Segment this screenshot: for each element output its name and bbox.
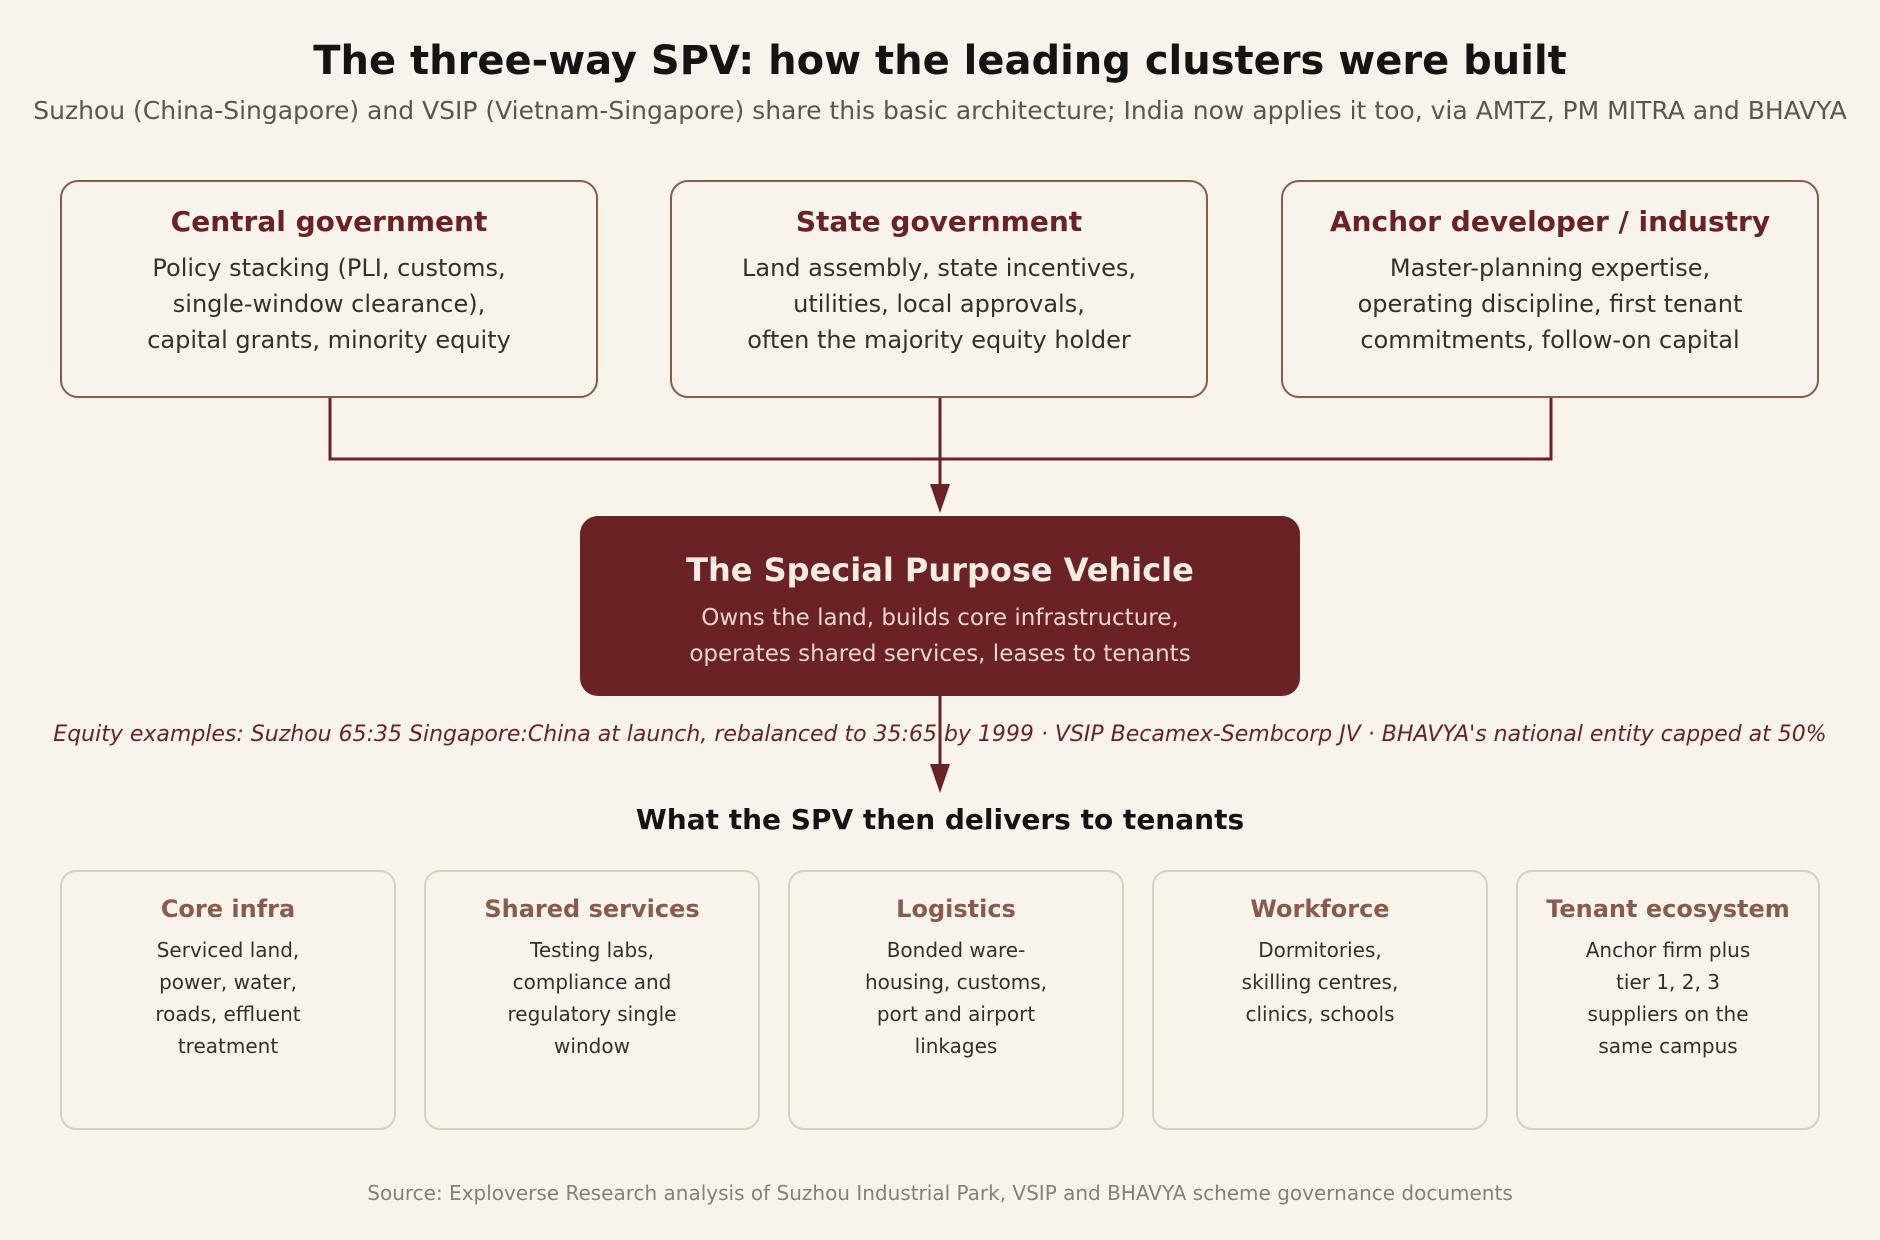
- equity-note: Equity examples: Suzhou 65:35 Singapore:…: [53, 722, 1827, 747]
- deliverables-heading: What the SPV then delivers to tenants: [635, 803, 1245, 836]
- deliverable-body: Bonded ware- housing, customs, port and …: [864, 938, 1048, 1058]
- anchor-developer-heading: Anchor developer / industry: [1329, 205, 1771, 238]
- deliverable-heading: Tenant ecosystem: [1546, 895, 1790, 923]
- central-government-body: Policy stacking (PLI, customs, single-wi…: [147, 254, 511, 354]
- spv-box: The Special Purpose Vehicle Owns the lan…: [580, 516, 1300, 696]
- arrowhead-to-deliverables: [930, 764, 950, 793]
- deliverable-shared-services: Shared services Testing labs, compliance…: [424, 870, 760, 1130]
- central-government-heading: Central government: [170, 205, 488, 238]
- deliverable-body: Serviced land, power, water, roads, effl…: [155, 938, 301, 1058]
- deliverable-heading: Workforce: [1250, 895, 1390, 923]
- deliverable-body: Anchor firm plus tier 1, 2, 3 suppliers …: [1585, 938, 1751, 1058]
- state-government-box: State government Land assembly, state in…: [670, 180, 1208, 398]
- deliverable-heading: Logistics: [896, 895, 1016, 923]
- deliverable-workforce: Workforce Dormitories, skilling centres,…: [1152, 870, 1488, 1130]
- deliverable-heading: Core infra: [160, 895, 296, 923]
- page-subtitle: Suzhou (China-Singapore) and VSIP (Vietn…: [33, 96, 1847, 125]
- deliverable-core-infra: Core infra Serviced land, power, water, …: [60, 870, 396, 1130]
- spv-body: Owns the land, builds core infrastructur…: [689, 605, 1191, 667]
- central-government-box: Central government Policy stacking (PLI,…: [60, 180, 598, 398]
- state-government-heading: State government: [795, 205, 1083, 238]
- arrowhead-to-spv: [930, 484, 950, 513]
- page-title: The three-way SPV: how the leading clust…: [313, 38, 1567, 84]
- anchor-developer-box: Anchor developer / industry Master-plann…: [1281, 180, 1819, 398]
- deliverable-body: Dormitories, skilling centres, clinics, …: [1241, 938, 1399, 1026]
- state-government-body: Land assembly, state incentives, utiliti…: [741, 254, 1137, 354]
- deliverable-body: Testing labs, compliance and regulatory …: [507, 938, 677, 1058]
- deliverable-heading: Shared services: [484, 895, 700, 923]
- anchor-developer-body: Master-planning expertise, operating dis…: [1357, 254, 1743, 354]
- deliverable-tenant-ecosystem: Tenant ecosystem Anchor firm plus tier 1…: [1516, 870, 1820, 1130]
- spv-heading: The Special Purpose Vehicle: [686, 551, 1194, 589]
- connector-central: [328, 398, 1553, 461]
- source-note: Source: Exploverse Research analysis of …: [367, 1181, 1513, 1205]
- deliverable-logistics: Logistics Bonded ware- housing, customs,…: [788, 870, 1124, 1130]
